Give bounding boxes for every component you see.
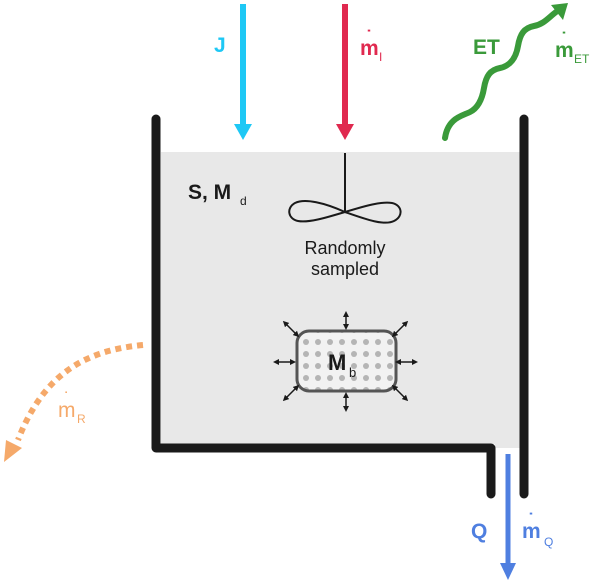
- svg-text:m: m: [522, 520, 541, 543]
- svg-text:m: m: [360, 37, 379, 60]
- svg-text:I: I: [379, 50, 382, 64]
- container-wall: [151, 114, 496, 499]
- svg-text:m: m: [555, 39, 574, 62]
- svg-text:m: m: [58, 399, 76, 422]
- label-state: S, M d: [188, 181, 247, 208]
- svg-text:b: b: [349, 365, 356, 380]
- label-outflow-mass: m ˙ Q: [522, 510, 553, 549]
- outlet-water: [495, 440, 520, 448]
- runoff-arrow: [4, 342, 144, 462]
- svg-text:˙: ˙: [528, 510, 534, 530]
- evapotranspiration-arrow: [442, 3, 568, 141]
- svg-text:M: M: [328, 350, 346, 375]
- water-body: [161, 152, 520, 444]
- svg-text:Q: Q: [544, 535, 553, 549]
- outflow-arrow-Q: [500, 454, 516, 580]
- label-runoff-mass: m ˙ R: [58, 389, 86, 426]
- inflow-arrow: [336, 4, 354, 140]
- svg-text:d: d: [240, 194, 247, 208]
- label-J: J: [214, 34, 226, 57]
- svg-text:˙: ˙: [64, 389, 70, 409]
- label-ET-mass: m ˙ ET: [555, 29, 590, 66]
- biomass-exchange-arrows: [273, 311, 418, 412]
- label-inflow-mass: m ˙ I: [360, 27, 382, 64]
- label-Q: Q: [471, 520, 487, 543]
- biomass-box: M b: [295, 329, 398, 393]
- stirrer-icon: [288, 153, 402, 224]
- svg-text:˙: ˙: [561, 29, 567, 49]
- label-randomly: Randomly: [304, 238, 385, 258]
- svg-text:S, M: S, M: [188, 181, 231, 204]
- label-sampled: sampled: [311, 259, 379, 279]
- precipitation-arrow-J: [234, 4, 252, 140]
- svg-text:˙: ˙: [366, 27, 372, 47]
- label-ET: ET: [473, 36, 500, 59]
- svg-text:ET: ET: [574, 52, 590, 66]
- svg-text:R: R: [77, 412, 86, 426]
